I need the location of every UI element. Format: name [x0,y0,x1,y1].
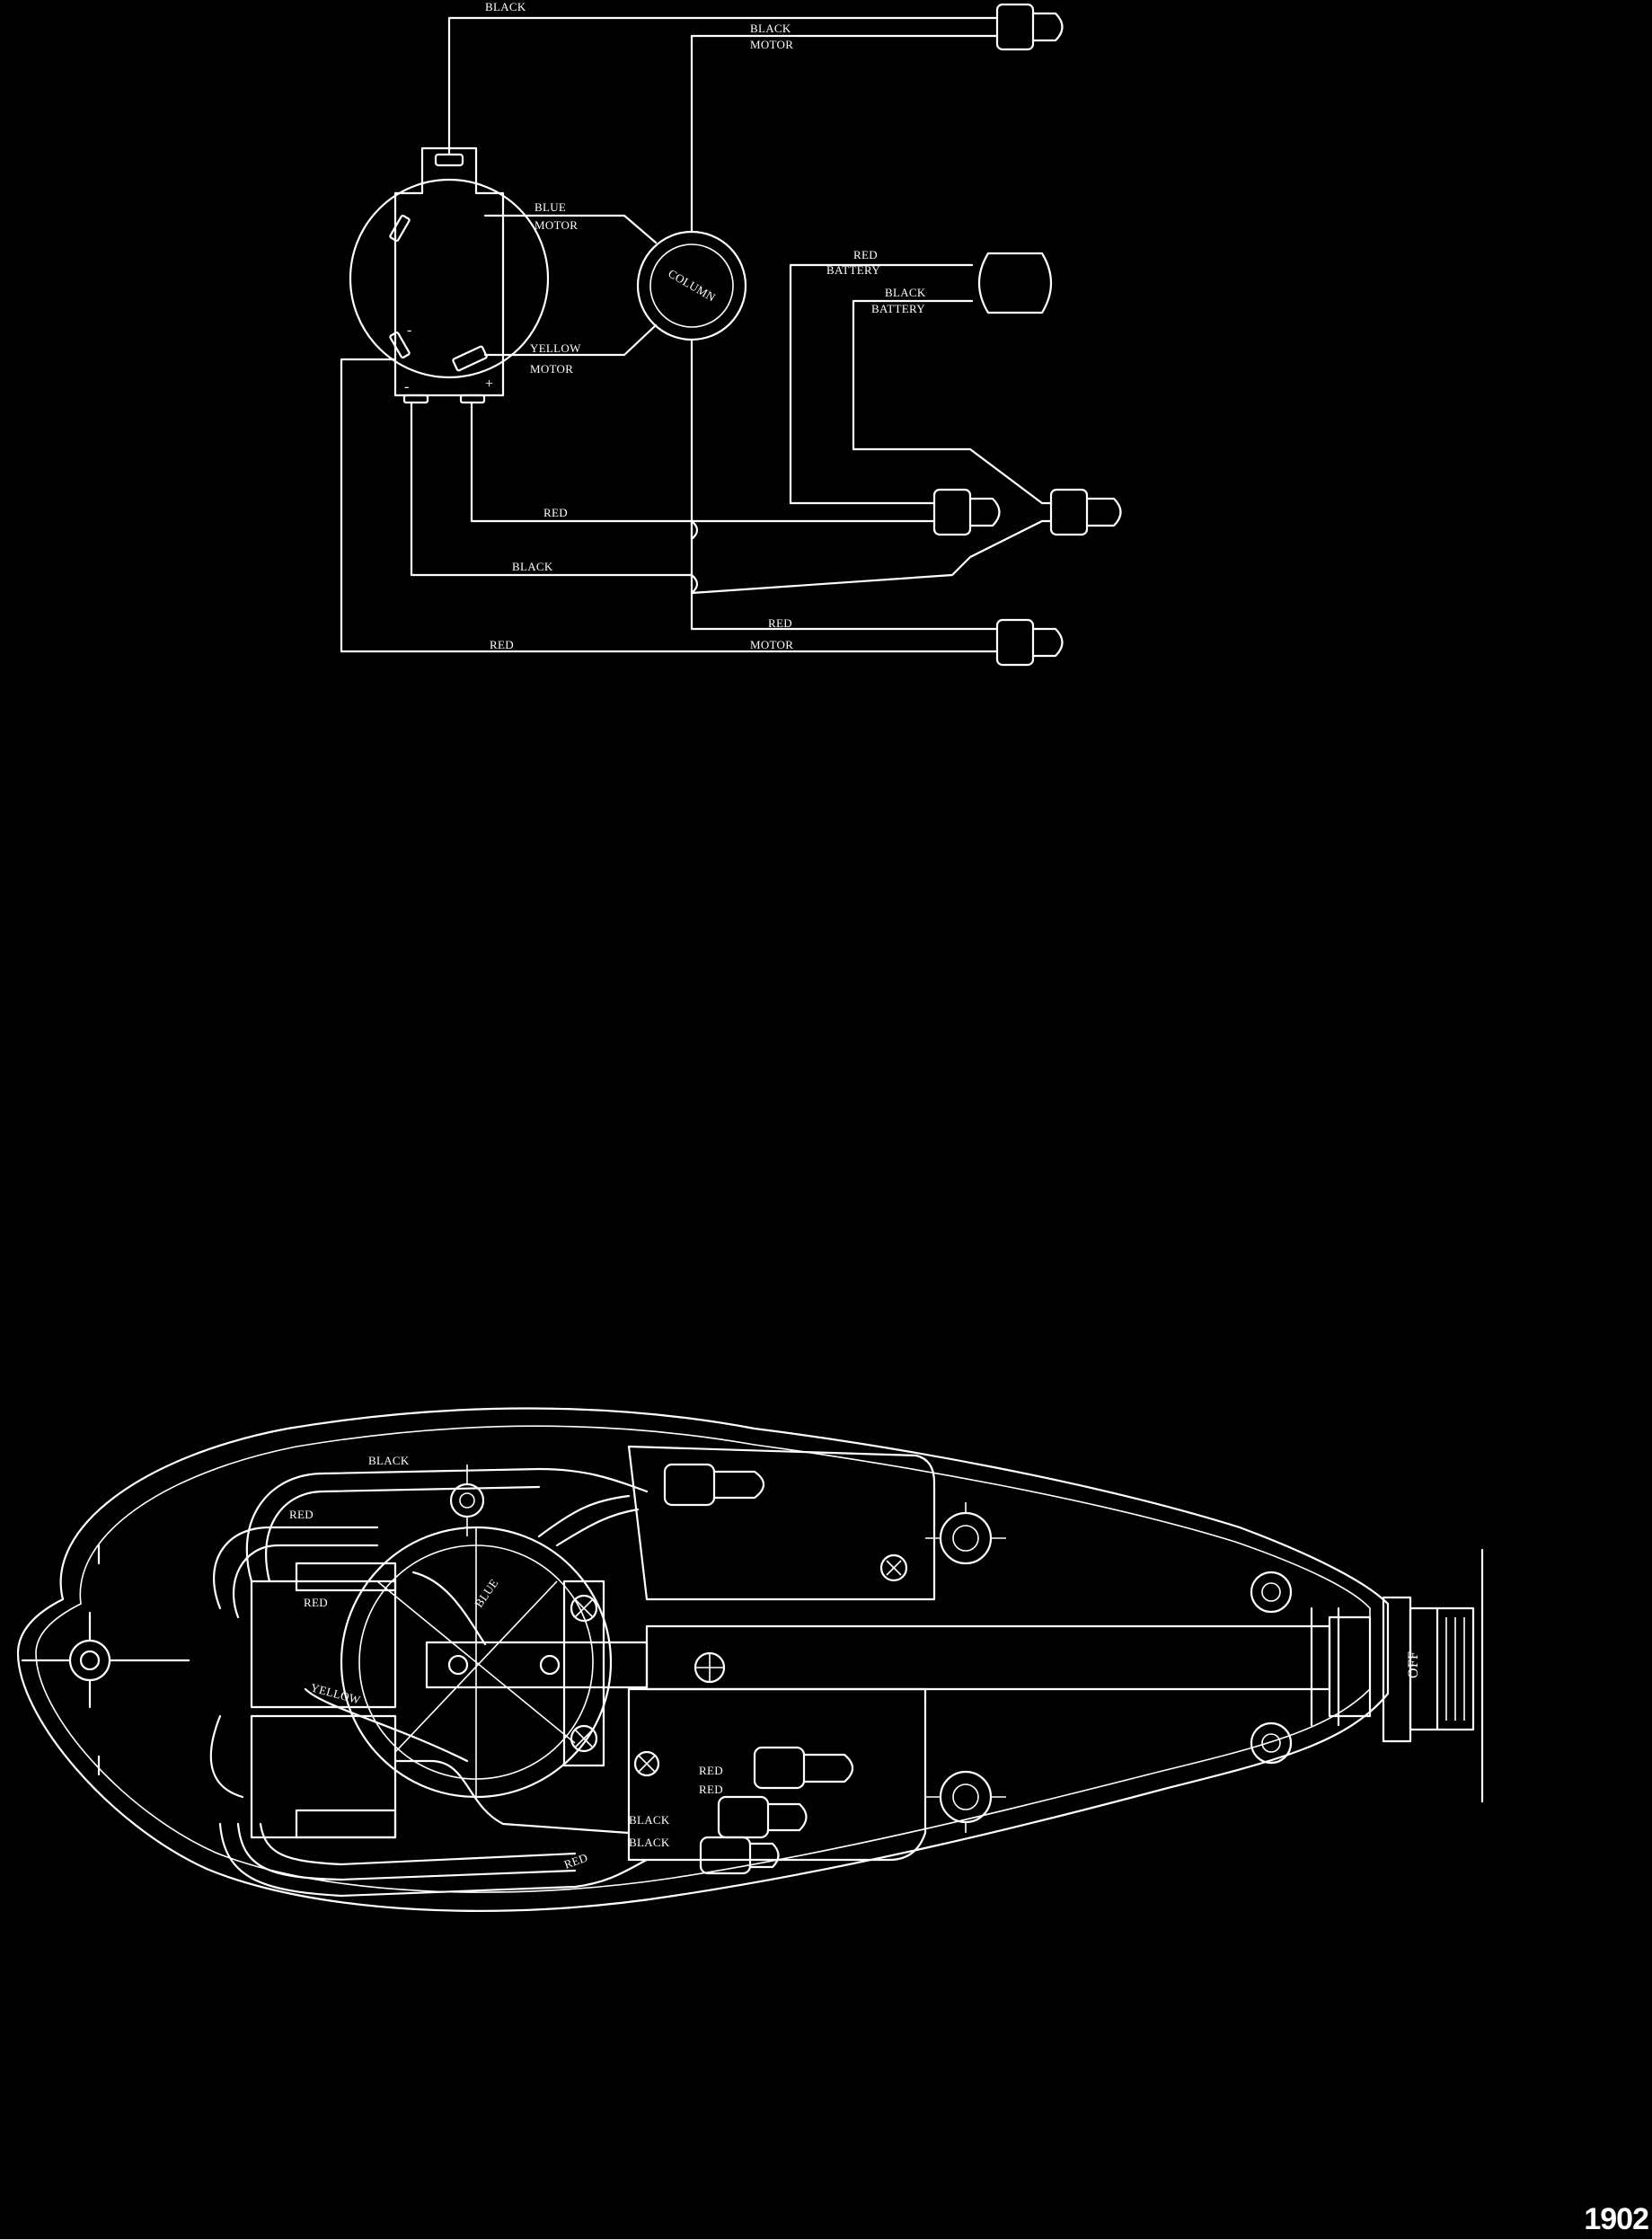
label-red-bottom: RED [490,638,514,651]
bullet-connector-right-1 [753,1746,854,1790]
wires [340,16,1053,653]
wire-harness [209,1467,649,1898]
connector-battery-red [932,488,1001,536]
label-black-mid: BLACK [512,560,553,573]
asm-label-black-r1: BLACK [629,1813,670,1827]
asm-label-red-r2: RED [699,1783,723,1796]
wire-labels: BLACK BLACK MOTOR BLUE MOTOR YELLOW MOTO… [485,0,926,651]
label-red-motor-2: MOTOR [750,638,793,651]
label-blue-motor-2: MOTOR [534,218,578,232]
label-red-battery-1: RED [853,248,878,261]
bullet-connectors [633,1463,854,1875]
connector-top [995,3,1064,51]
label-black-top: BLACK [485,0,526,13]
bullet-connector-top [663,1463,765,1507]
label-black-battery-1: BLACK [885,286,926,299]
asm-label-red-r1: RED [699,1764,723,1777]
switch-minus-symbol-2: - [404,379,409,394]
label-black-motor-2: MOTOR [750,38,793,51]
switch-minus-symbol: - [407,323,411,338]
asm-label-off: OFF [1406,1651,1421,1678]
label-red-battery-2: BATTERY [826,263,880,277]
switch-plus-symbol: + [485,376,493,392]
asm-label-red-top: RED [289,1508,314,1521]
bullet-connector-right-3 [699,1836,780,1875]
label-black-battery-2: BATTERY [871,302,925,315]
connectors [932,3,1122,667]
label-red-motor-1: RED [768,616,792,630]
wiring-schematic: - - + COLUMN [340,0,1122,667]
right-pivots [925,1502,1293,1833]
figure-number: 1902 [1584,2202,1649,2236]
connector-battery-black [1049,488,1122,536]
asm-label-black-top: BLACK [368,1454,410,1467]
battery-symbol [978,252,1052,314]
left-pivot [21,1544,190,1776]
label-yellow-motor-1: YELLOW [530,341,581,355]
head-assembly-drawing: BLACK RED RED BLUE YELLOW RED RED BLACK … [16,1407,1484,1912]
asm-label-black-r2: BLACK [629,1836,670,1849]
label-blue-motor-1: BLUE [534,200,566,214]
asm-label-red-left: RED [304,1596,328,1609]
housing-outline [16,1407,1390,1912]
label-red-mid: RED [543,506,568,519]
connector-bottom [995,618,1064,667]
label-black-motor-1: BLACK [750,22,791,35]
label-yellow-motor-2: MOTOR [530,362,573,376]
